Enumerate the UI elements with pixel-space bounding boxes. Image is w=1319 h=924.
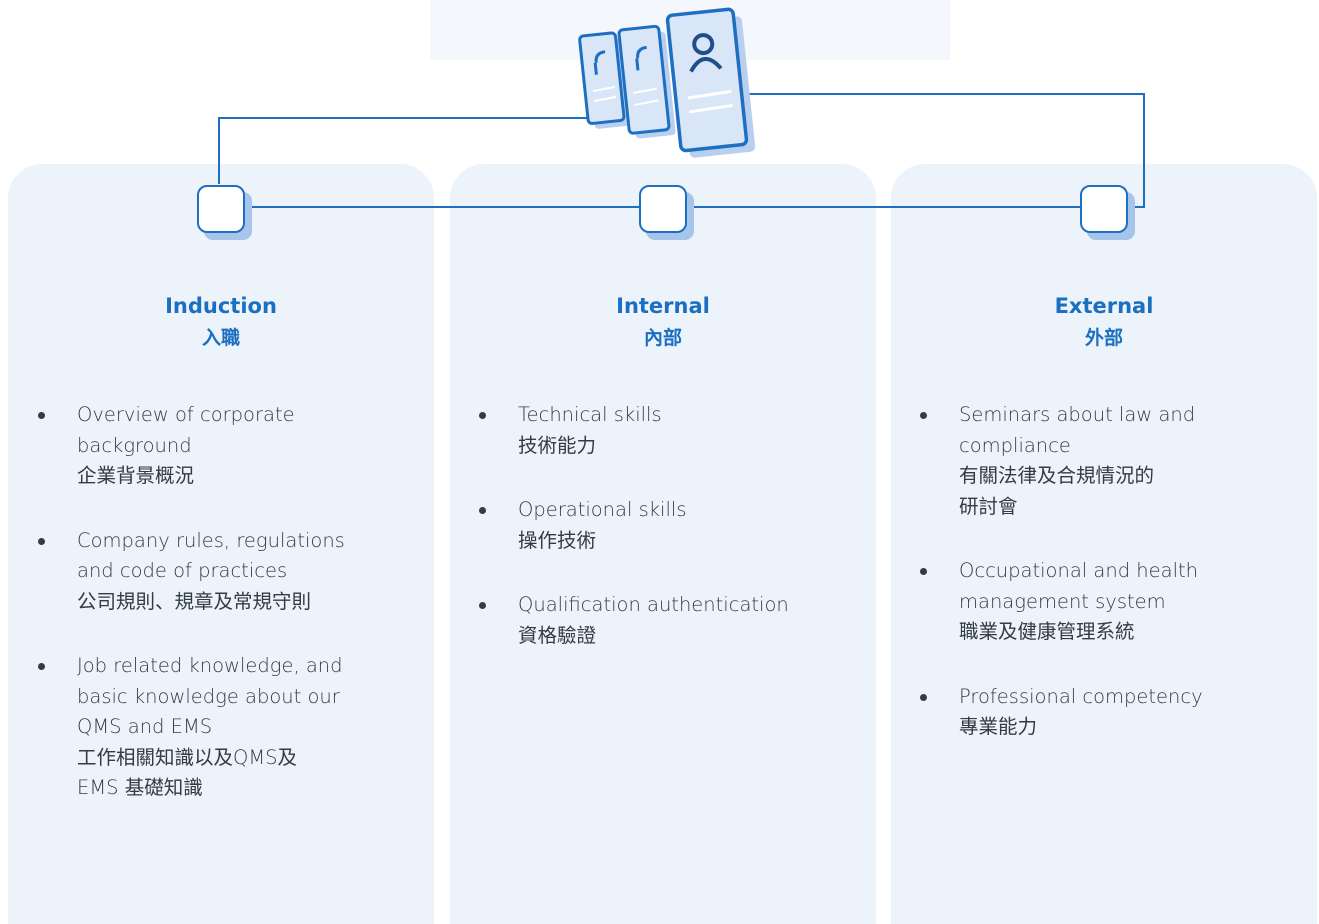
title-en: Induction xyxy=(165,294,277,318)
node-induction xyxy=(197,185,252,240)
item-text: 研討會 xyxy=(959,494,1018,518)
connector-left xyxy=(218,117,612,184)
item-list-induction: Overview of corporate background 企業背景概況 … xyxy=(38,400,417,838)
item-text: EMS 基礎知識 xyxy=(77,776,203,799)
item-list-internal: Technical skills 技術能力 Operational skills… xyxy=(479,400,858,685)
node-external xyxy=(1080,185,1135,240)
item-text: 企業背景概況 xyxy=(77,464,195,487)
item-list-external: Seminars about law and compliance 有關法律及合… xyxy=(920,400,1299,777)
item-text: Overview of corporate xyxy=(77,403,295,426)
item-text: Job related knowledge, and xyxy=(77,654,343,677)
list-item: Technical skills 技術能力 xyxy=(479,400,858,461)
profile-documents-icon xyxy=(578,7,756,158)
item-text: management system xyxy=(959,589,1166,613)
list-item: Operational skills 操作技術 xyxy=(479,495,858,556)
item-text: Professional competency xyxy=(959,684,1203,708)
item-text: Seminars about law and xyxy=(959,403,1196,426)
column-title-induction: Induction 入職 xyxy=(8,290,434,354)
list-item: Occupational and health management syste… xyxy=(920,556,1299,648)
item-text: QMS and EMS xyxy=(77,715,213,738)
item-text: background xyxy=(77,433,192,457)
title-zh: 入職 xyxy=(201,327,240,349)
item-text: 技術能力 xyxy=(518,433,597,457)
item-text: 資格驗證 xyxy=(518,623,597,647)
item-text: Occupational and health xyxy=(959,559,1199,582)
title-zh: 內部 xyxy=(643,327,682,349)
list-item: Qualification authentication 資格驗證 xyxy=(479,590,858,651)
list-item: Professional competency 專業能力 xyxy=(920,682,1299,743)
item-text: 工作相關知識以及QMS及 xyxy=(77,745,298,769)
item-text: 有關法律及合規情況的 xyxy=(959,464,1155,487)
item-text: Technical skills xyxy=(518,403,662,426)
item-text: Company rules, regulations xyxy=(77,528,345,552)
item-text: Qualification authentication xyxy=(518,593,789,616)
column-title-external: External 外部 xyxy=(891,290,1317,354)
list-item: Seminars about law and compliance 有關法律及合… xyxy=(920,400,1299,522)
list-item: Company rules, regulations and code of p… xyxy=(38,526,417,618)
title-en: External xyxy=(1054,294,1154,318)
title-zh: 外部 xyxy=(1084,327,1123,349)
node-internal xyxy=(639,185,694,240)
panel-external xyxy=(891,164,1317,924)
column-title-internal: Internal 內部 xyxy=(450,290,876,354)
item-text: 公司規則、規章及常規守則 xyxy=(77,589,312,613)
title-en: Internal xyxy=(616,294,710,318)
item-text: 專業能力 xyxy=(959,715,1038,738)
item-text: basic knowledge about our xyxy=(77,684,340,708)
panel-induction xyxy=(8,164,434,924)
panel-internal xyxy=(450,164,876,924)
list-item: Job related knowledge, and basic knowled… xyxy=(38,651,417,804)
item-text: 職業及健康管理系統 xyxy=(959,620,1135,643)
list-item: Overview of corporate background 企業背景概況 xyxy=(38,400,417,492)
item-text: compliance xyxy=(959,433,1071,457)
item-text: Operational skills xyxy=(518,498,687,521)
item-text: and code of practices xyxy=(77,559,288,582)
item-text: 操作技術 xyxy=(518,528,597,552)
